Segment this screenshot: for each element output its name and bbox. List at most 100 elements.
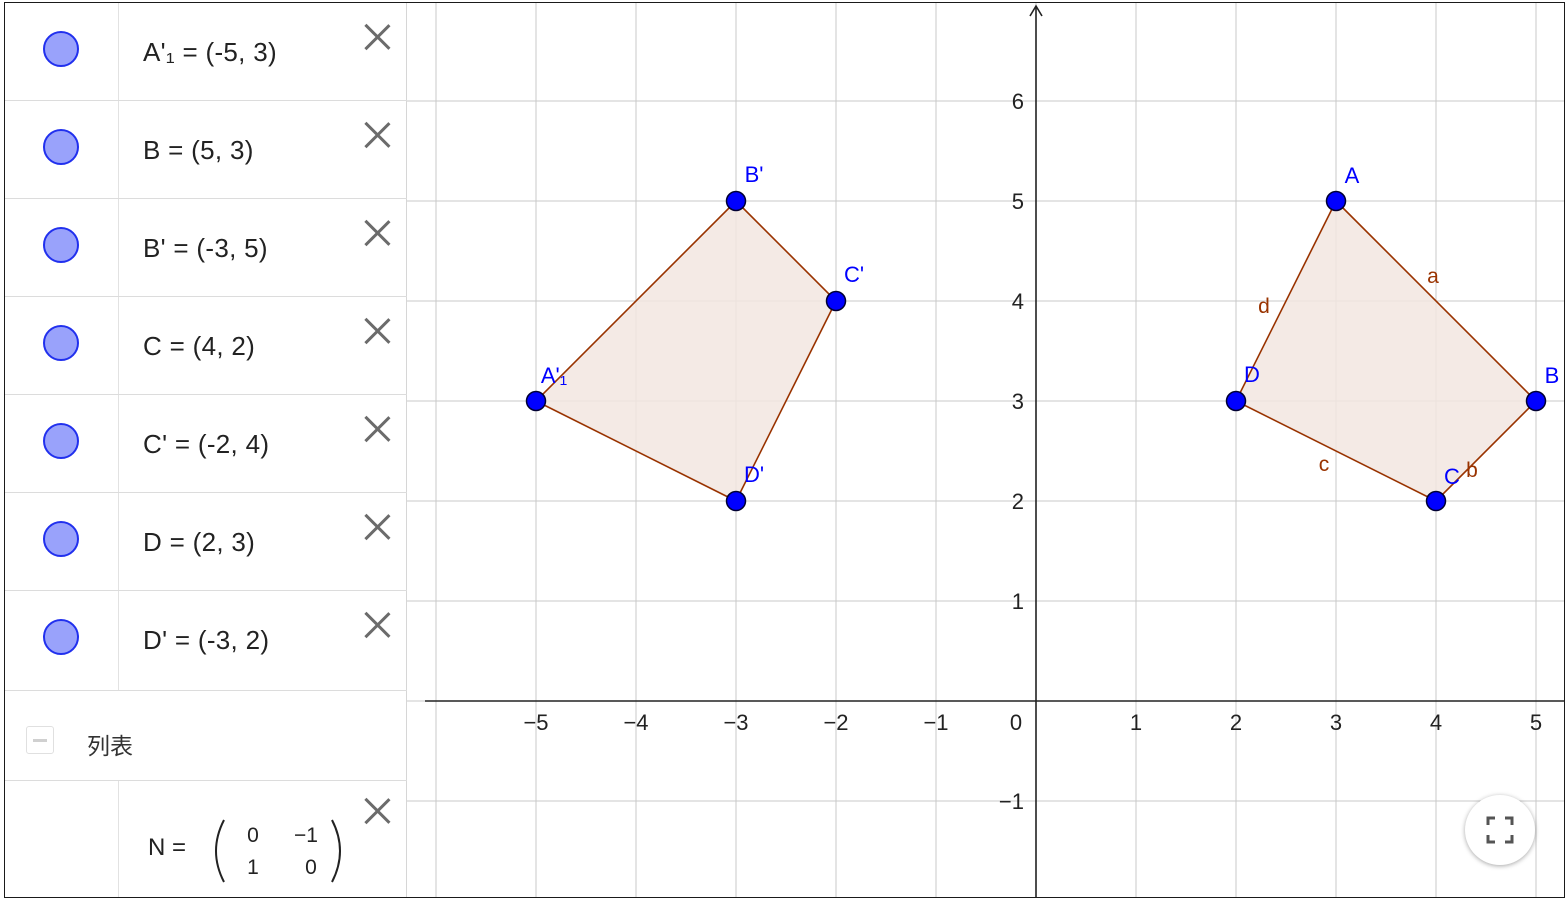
algebra-item-definition[interactable]: B' = (-3, 5) <box>143 233 268 263</box>
segment-label: d <box>1258 295 1270 318</box>
segment-labels: a b c d <box>1258 265 1478 482</box>
coordinate-plane[interactable]: −5 −4 −3 −2 −1 0 1 2 3 4 5 6 5 4 3 2 1 −1 a b c d B' C' D' A'₁ A… <box>407 3 1565 898</box>
close-icon[interactable] <box>361 315 393 347</box>
matrix-display[interactable]: 0 −1 1 0 <box>210 816 350 886</box>
matrix-left-paren <box>215 819 225 883</box>
point-label: C <box>1444 464 1460 489</box>
x-tick-label: 3 <box>1330 710 1342 735</box>
matrix-right-paren <box>331 819 341 883</box>
algebra-item-definition[interactable]: D = (2, 3) <box>143 527 256 557</box>
visibility-marble-icon[interactable] <box>43 31 79 67</box>
point-label: A <box>1345 163 1360 188</box>
point-label: D <box>1244 362 1260 387</box>
algebra-item-c-prime[interactable]: C' = (-2, 4) <box>5 395 407 493</box>
point-marker[interactable] <box>1325 190 1347 212</box>
polygon-image[interactable] <box>534 199 837 503</box>
segment-label: b <box>1466 459 1478 482</box>
y-tick-label: −1 <box>999 789 1024 814</box>
visibility-marble-icon[interactable] <box>43 619 79 655</box>
geogebra-window: A'₁ = (-5, 3) B = (5, 3) B' = (-3, 5) C … <box>4 2 1565 898</box>
close-icon[interactable] <box>361 21 393 53</box>
algebra-item-definition[interactable]: C = (4, 2) <box>143 331 256 361</box>
algebra-item-definition[interactable]: B = (5, 3) <box>143 135 254 165</box>
x-tick-label: 2 <box>1230 710 1242 735</box>
algebra-item-b-prime[interactable]: B' = (-3, 5) <box>5 199 407 297</box>
visibility-marble-icon[interactable] <box>43 227 79 263</box>
algebra-item-d[interactable]: D = (2, 3) <box>5 493 407 591</box>
point-marker[interactable] <box>1225 390 1247 412</box>
tick-labels: −5 −4 −3 −2 −1 0 1 2 3 4 5 6 5 4 3 2 1 −1 <box>523 89 1542 814</box>
point-label: D' <box>744 462 764 487</box>
segment-label: a <box>1427 265 1439 288</box>
collapse-minus-icon[interactable] <box>26 726 54 754</box>
point-marker[interactable] <box>1525 390 1547 412</box>
x-tick-label: 1 <box>1130 710 1142 735</box>
visibility-marble-icon[interactable] <box>43 423 79 459</box>
marble-cell <box>5 493 119 590</box>
point-label: C' <box>844 262 864 287</box>
x-tick-label: −5 <box>523 710 548 735</box>
close-icon[interactable] <box>361 119 393 151</box>
point-marker[interactable] <box>1425 490 1447 512</box>
marble-cell <box>5 591 119 690</box>
marble-cell-empty <box>5 781 119 897</box>
close-icon[interactable] <box>361 511 393 543</box>
axes <box>425 4 1564 897</box>
visibility-marble-icon[interactable] <box>43 521 79 557</box>
x-tick-label: 0 <box>1010 710 1022 735</box>
matrix-cell: 1 <box>247 856 259 879</box>
algebra-item-definition[interactable]: A'₁ = (-5, 3) <box>143 37 277 67</box>
close-icon[interactable] <box>361 609 393 641</box>
x-tick-label: −1 <box>923 710 948 735</box>
x-tick-label: 4 <box>1430 710 1442 735</box>
marble-cell <box>5 297 119 394</box>
y-axis-arrow <box>1029 4 1043 17</box>
point-label: A'₁ <box>541 363 567 388</box>
y-tick-label: 3 <box>1012 389 1024 414</box>
visibility-marble-icon[interactable] <box>43 129 79 165</box>
algebra-item-definition[interactable]: D' = (-3, 2) <box>143 625 270 655</box>
x-tick-label: −2 <box>823 710 848 735</box>
visibility-marble-icon[interactable] <box>43 325 79 361</box>
x-tick-label: −4 <box>623 710 648 735</box>
algebra-group-header[interactable]: 列表 <box>5 691 407 781</box>
matrix-cell: 0 <box>305 856 317 879</box>
point-marker[interactable] <box>525 390 547 412</box>
y-tick-label: 1 <box>1012 589 1024 614</box>
algebra-item-b[interactable]: B = (5, 3) <box>5 101 407 199</box>
matrix-cell: 0 <box>247 824 259 847</box>
algebra-item-matrix-n[interactable]: N = 0 −1 1 0 <box>5 781 407 897</box>
y-tick-label: 5 <box>1012 189 1024 214</box>
algebra-view: A'₁ = (-5, 3) B = (5, 3) B' = (-3, 5) C … <box>5 3 407 897</box>
y-tick-label: 2 <box>1012 489 1024 514</box>
graphics-view[interactable]: −5 −4 −3 −2 −1 0 1 2 3 4 5 6 5 4 3 2 1 −1 a b c d B' C' D' A'₁ A… <box>407 3 1565 898</box>
algebra-item-d-prime[interactable]: D' = (-3, 2) <box>5 591 407 691</box>
algebra-item-c[interactable]: C = (4, 2) <box>5 297 407 395</box>
close-icon[interactable] <box>361 217 393 249</box>
fullscreen-icon <box>1486 816 1514 844</box>
x-tick-label: −3 <box>723 710 748 735</box>
matrix-name[interactable]: N = <box>148 834 187 861</box>
point-marker[interactable] <box>725 190 747 212</box>
y-tick-label: 4 <box>1012 289 1024 314</box>
y-tick-label: 6 <box>1012 89 1024 114</box>
point-label: B' <box>745 162 764 187</box>
points: B' C' D' A'₁ A B C D <box>525 162 1560 512</box>
point-label: B <box>1545 363 1560 388</box>
point-marker[interactable] <box>725 490 747 512</box>
algebra-item-a1-prime[interactable]: A'₁ = (-5, 3) <box>5 3 407 101</box>
close-icon[interactable] <box>361 413 393 445</box>
marble-cell <box>5 199 119 296</box>
x-tick-label: 5 <box>1530 710 1542 735</box>
polygon-original[interactable] <box>1234 199 1538 502</box>
matrix-cell: −1 <box>294 824 318 847</box>
group-label: 列表 <box>87 733 133 759</box>
algebra-item-definition[interactable]: C' = (-2, 4) <box>143 429 270 459</box>
segment-label: c <box>1319 453 1330 476</box>
marble-cell <box>5 3 119 100</box>
point-marker[interactable] <box>825 290 847 312</box>
close-icon[interactable] <box>361 795 393 827</box>
marble-cell <box>5 395 119 492</box>
marble-cell <box>5 101 119 198</box>
fullscreen-button[interactable] <box>1465 795 1535 865</box>
